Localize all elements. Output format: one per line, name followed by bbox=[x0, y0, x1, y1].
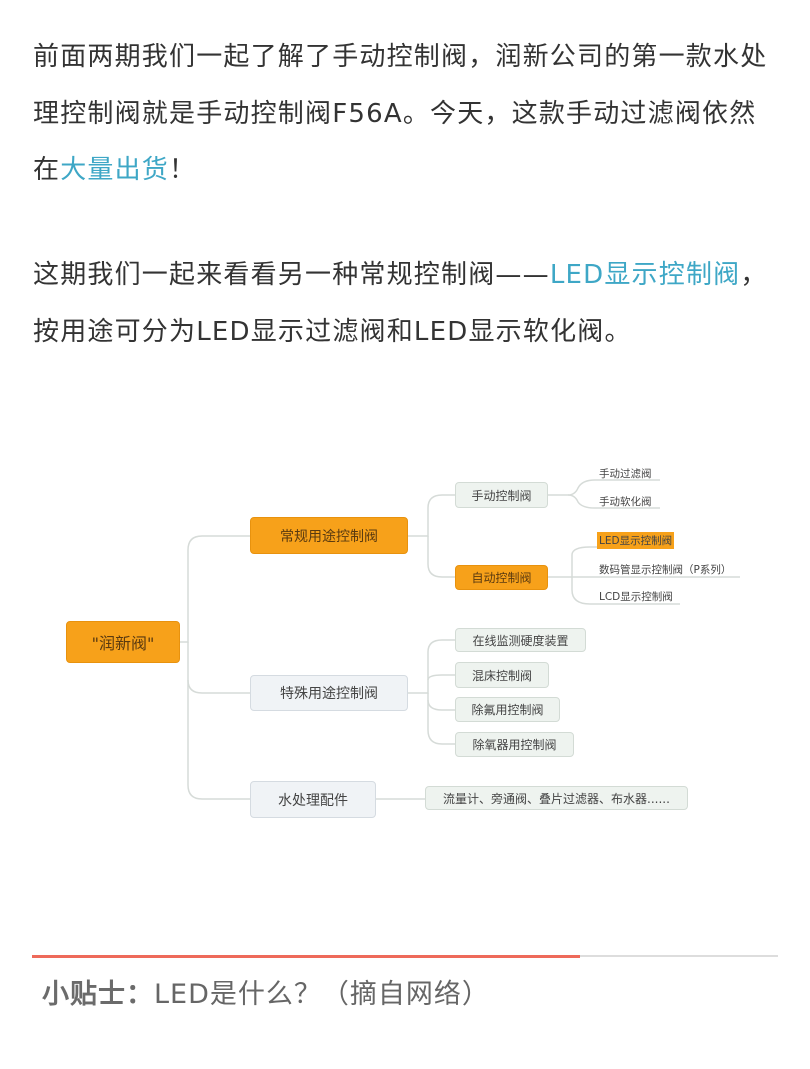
led-text: 这期我们一起来看看另一种常规控制阀—— bbox=[33, 260, 550, 290]
tip-heading: 小贴士：LED是什么？（摘自网络） bbox=[42, 972, 490, 1011]
intro-text-end: ！ bbox=[169, 155, 197, 185]
leaf-digital-valve: 数码管显示控制阀（P系列） bbox=[599, 564, 732, 576]
node-auto-valve: 自动控制阀 bbox=[455, 565, 548, 590]
node-manual-valve: 手动控制阀 bbox=[455, 482, 548, 508]
node-special-valves: 特殊用途控制阀 bbox=[250, 675, 408, 711]
mindmap-image: "润新阀" 常规用途控制阀 特殊用途控制阀 水处理配件 手动控制阀 自动控制阀 … bbox=[0, 440, 810, 840]
divider-rest bbox=[580, 955, 778, 957]
tip-text: LED是什么？（摘自网络） bbox=[154, 979, 490, 1010]
tip-label: 小贴士： bbox=[42, 979, 154, 1010]
led-paragraph: 这期我们一起来看看另一种常规控制阀——LED显示控制阀，按用途可分为LED显示过… bbox=[33, 247, 783, 360]
intro-paragraph: 前面两期我们一起了解了手动控制阀，润新公司的第一款水处理控制阀就是手动控制阀F5… bbox=[33, 29, 783, 199]
intro-text: 前面两期我们一起了解了手动控制阀，润新公司的第一款水处理控制阀就是手动控制阀F5… bbox=[33, 42, 768, 185]
node-mixed-bed: 混床控制阀 bbox=[455, 662, 549, 688]
led-text-end: ，按用途可分为LED显示过滤阀和LED显示软化阀。 bbox=[33, 260, 768, 347]
link-led-valve[interactable]: LED显示控制阀 bbox=[549, 260, 741, 290]
mindmap-root: "润新阀" bbox=[66, 621, 180, 663]
node-hardness-monitor: 在线监测硬度装置 bbox=[455, 628, 586, 652]
node-regular-valves: 常规用途控制阀 bbox=[250, 517, 408, 554]
leaf-manual-softener: 手动软化阀 bbox=[599, 496, 652, 508]
leaf-manual-filter: 手动过滤阀 bbox=[599, 468, 652, 480]
node-accessories: 水处理配件 bbox=[250, 781, 376, 818]
node-accessory-list: 流量计、旁通阀、叠片过滤器、布水器...... bbox=[425, 786, 688, 810]
node-defluoride: 除氟用控制阀 bbox=[455, 697, 560, 722]
mindmap-connectors bbox=[180, 479, 740, 800]
node-deoxygen: 除氧器用控制阀 bbox=[455, 732, 574, 757]
divider-accent bbox=[32, 955, 580, 958]
leaf-led-valve: LED显示控制阀 bbox=[597, 532, 675, 549]
leaf-lcd-valve: LCD显示控制阀 bbox=[599, 591, 673, 603]
link-bulk-shipment[interactable]: 大量出货 bbox=[60, 155, 170, 185]
